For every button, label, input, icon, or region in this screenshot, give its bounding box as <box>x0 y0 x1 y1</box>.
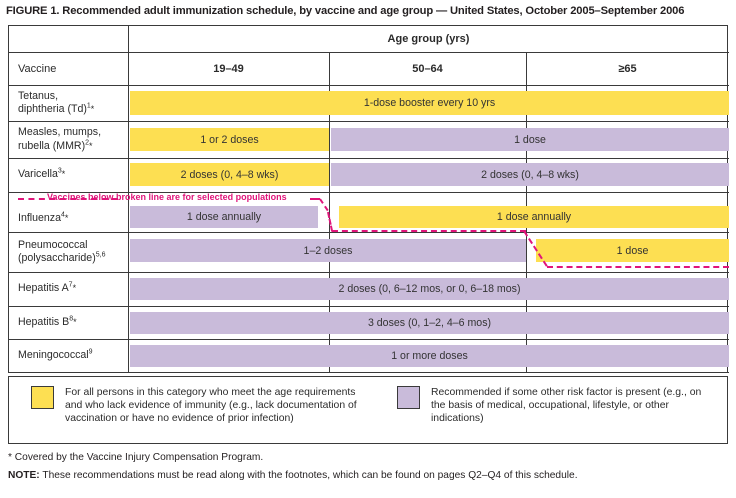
table-row: Influenza4* 1 dose annually 1 dose annua… <box>9 192 729 232</box>
age-group-header: Age group (yrs) <box>387 33 470 45</box>
vaccine-name-line1: Pneumococcal <box>18 238 88 251</box>
age-column-header-3: ≥65 <box>618 62 637 75</box>
row-divider <box>9 158 729 160</box>
table-row: Varicella3* 2 doses (0, 4–8 wks) 2 doses… <box>9 158 729 192</box>
vaccine-name-line1: Influenza4* <box>18 210 69 224</box>
note-label: NOTE: <box>8 470 40 481</box>
dose-bar-influenza-19-49: 1 dose annually <box>130 206 318 228</box>
footnote-note: NOTE: These recommendations must be read… <box>8 470 578 481</box>
row-divider <box>9 272 729 274</box>
vaccine-name-line1: Tetanus, <box>18 89 59 102</box>
figure-title: FIGURE 1. Recommended adult immunization… <box>6 5 685 17</box>
vaccine-name-line1: Hepatitis A7* <box>18 281 77 295</box>
vaccine-name-line2: rubella (MMR)2* <box>18 138 93 152</box>
vaccine-name-line2: diphtheria (Td)1* <box>18 102 95 115</box>
table-row: Hepatitis A7* 2 doses (0, 6–12 mos, or 0… <box>9 272 729 306</box>
row-label-meningococcal: Meningococcal9 <box>9 339 128 372</box>
table-row: Hepatitis B8* 3 doses (0, 1–2, 4–6 mos) <box>9 306 729 339</box>
table-row: Tetanus, diphtheria (Td)1* 1-dose booste… <box>9 85 729 121</box>
row-label-varicella: Varicella3* <box>9 158 128 192</box>
dose-bar-meningococcal-all: 1 or more doses <box>130 345 729 367</box>
row-divider <box>9 339 729 341</box>
row-divider <box>9 121 729 123</box>
vaccine-name-line1: Measles, mumps, <box>18 126 102 138</box>
row-divider <box>9 372 729 374</box>
broken-line-mid <box>332 230 526 232</box>
column-header-divider <box>9 85 729 87</box>
broken-line-note: Vaccines below broken line are for selec… <box>47 192 287 202</box>
dose-bar-mmr-19-49: 1 or 2 doses <box>130 128 329 151</box>
legend: For all persons in this category who mee… <box>8 376 728 444</box>
row-label-hepatitis-a: Hepatitis A7* <box>9 272 128 306</box>
dose-bar-pneumococcal-65plus: 1 dose <box>536 239 729 262</box>
legend-item-purple: Recommended if some other risk factor is… <box>397 386 717 426</box>
row-divider <box>9 192 729 194</box>
vaccine-name-line1: Varicella3* <box>18 167 66 181</box>
row-label-hepatitis-b: Hepatitis B8* <box>9 306 128 339</box>
broken-line-far-right <box>547 266 729 268</box>
row-divider <box>9 232 729 234</box>
row-label-influenza: Influenza4* <box>9 192 128 232</box>
footnote-asterisk: * Covered by the Vaccine Injury Compensa… <box>8 452 264 463</box>
row-label-tetanus: Tetanus, diphtheria (Td)1* <box>9 85 128 121</box>
broken-line-left <box>18 198 118 200</box>
age-column-header-1: 19–49 <box>213 62 244 75</box>
vertical-rule-vaccine <box>128 26 130 372</box>
immunization-table: Age group (yrs) Vaccine 19–49 50–64 ≥65 … <box>8 25 729 374</box>
legend-label-yellow: For all persons in this category who mee… <box>65 387 357 425</box>
dose-bar-influenza-50plus: 1 dose annually <box>339 206 729 228</box>
row-label-mmr: Measles, mumps, rubella (MMR)2* <box>9 121 128 158</box>
note-text: These recommendations must be read along… <box>39 470 578 481</box>
header-divider <box>9 52 729 54</box>
vaccine-name-line1: Hepatitis B8* <box>18 315 77 328</box>
age-column-header-2: 50–64 <box>412 62 443 75</box>
table-row: Measles, mumps, rubella (MMR)2* 1 or 2 d… <box>9 121 729 158</box>
dose-bar-varicella-19-49: 2 doses (0, 4–8 wks) <box>130 163 329 186</box>
row-label-pneumococcal: Pneumococcal (polysaccharide)5,6 <box>9 232 128 272</box>
legend-label-purple: Recommended if some other risk factor is… <box>431 387 702 425</box>
table-row: Pneumococcal (polysaccharide)5,6 1–2 dos… <box>9 232 729 272</box>
vaccine-column-header: Vaccine <box>18 62 57 75</box>
table-row: Meningococcal9 1 or more doses <box>9 339 729 372</box>
dose-bar-mmr-50plus: 1 dose <box>331 128 729 151</box>
broken-line-right-a <box>310 198 320 200</box>
dose-bar-pneumococcal-19-64: 1–2 doses <box>130 239 526 262</box>
dose-bar-tetanus-all: 1-dose booster every 10 yrs <box>130 91 729 115</box>
legend-swatch-yellow <box>31 386 54 409</box>
legend-swatch-purple <box>397 386 420 409</box>
dose-bar-varicella-50plus: 2 doses (0, 4–8 wks) <box>331 163 729 186</box>
row-divider <box>9 306 729 308</box>
vertical-rule-19-49 <box>329 52 331 372</box>
vaccine-name-line1: Meningococcal9 <box>18 348 93 361</box>
dose-bar-hepatitis-a-all: 2 doses (0, 6–12 mos, or 0, 6–18 mos) <box>130 278 729 300</box>
legend-item-yellow: For all persons in this category who mee… <box>31 386 361 426</box>
dose-bar-hepatitis-b-all: 3 doses (0, 1–2, 4–6 mos) <box>130 312 729 334</box>
vaccine-name-line2: (polysaccharide)5,6 <box>18 251 106 264</box>
